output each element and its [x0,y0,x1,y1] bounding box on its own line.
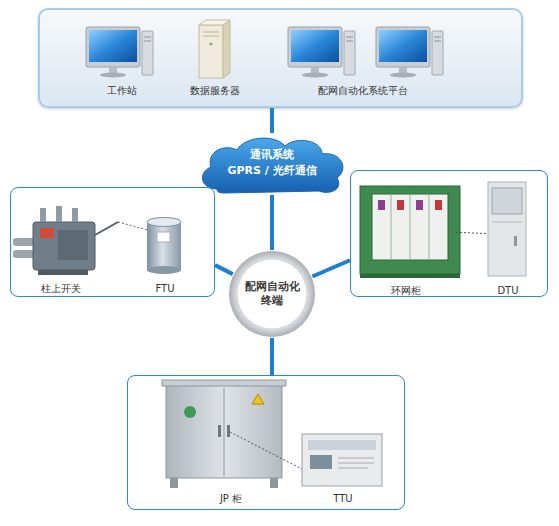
pole-switch-box: 柱上开关 FTU [10,187,215,297]
connector-line [312,260,350,276]
connector-line [270,338,274,375]
device-label: JP 柜 [191,492,271,505]
terminal-face [237,259,307,329]
connector-line [270,195,274,250]
device-label: 工作站 [82,84,162,97]
device-label: 数据服务器 [175,84,255,97]
device-label: 柱上开关 [21,282,101,295]
cloud-label: GPRS / 光纤通信 [202,164,342,178]
device-label: 环网柜 [366,284,446,297]
device-label: TTU [313,492,373,505]
terminal-circle: 配网自动化 终端 [228,250,316,338]
cloud-shape [202,138,342,193]
communication-cloud: 通讯系统 GPRS / 光纤通信 [195,133,349,195]
ring-main-unit-box: 环网柜 DTU [350,170,548,297]
connector-line [215,265,233,274]
cloud-label: 通讯系统 [202,148,342,162]
device-label: FTU [135,282,195,295]
device-label: DTU [478,284,538,297]
platform-panel: 工作站数据服务器 配网自动化系统平台 [38,8,523,108]
connector-line [270,108,274,133]
terminal-ring [229,251,315,337]
jp-cabinet-box: JP 柜 TTU [127,375,405,510]
terminal-label: 配网自动化 终端 [241,280,303,308]
device-label: 配网自动化系统平台 [293,84,433,97]
